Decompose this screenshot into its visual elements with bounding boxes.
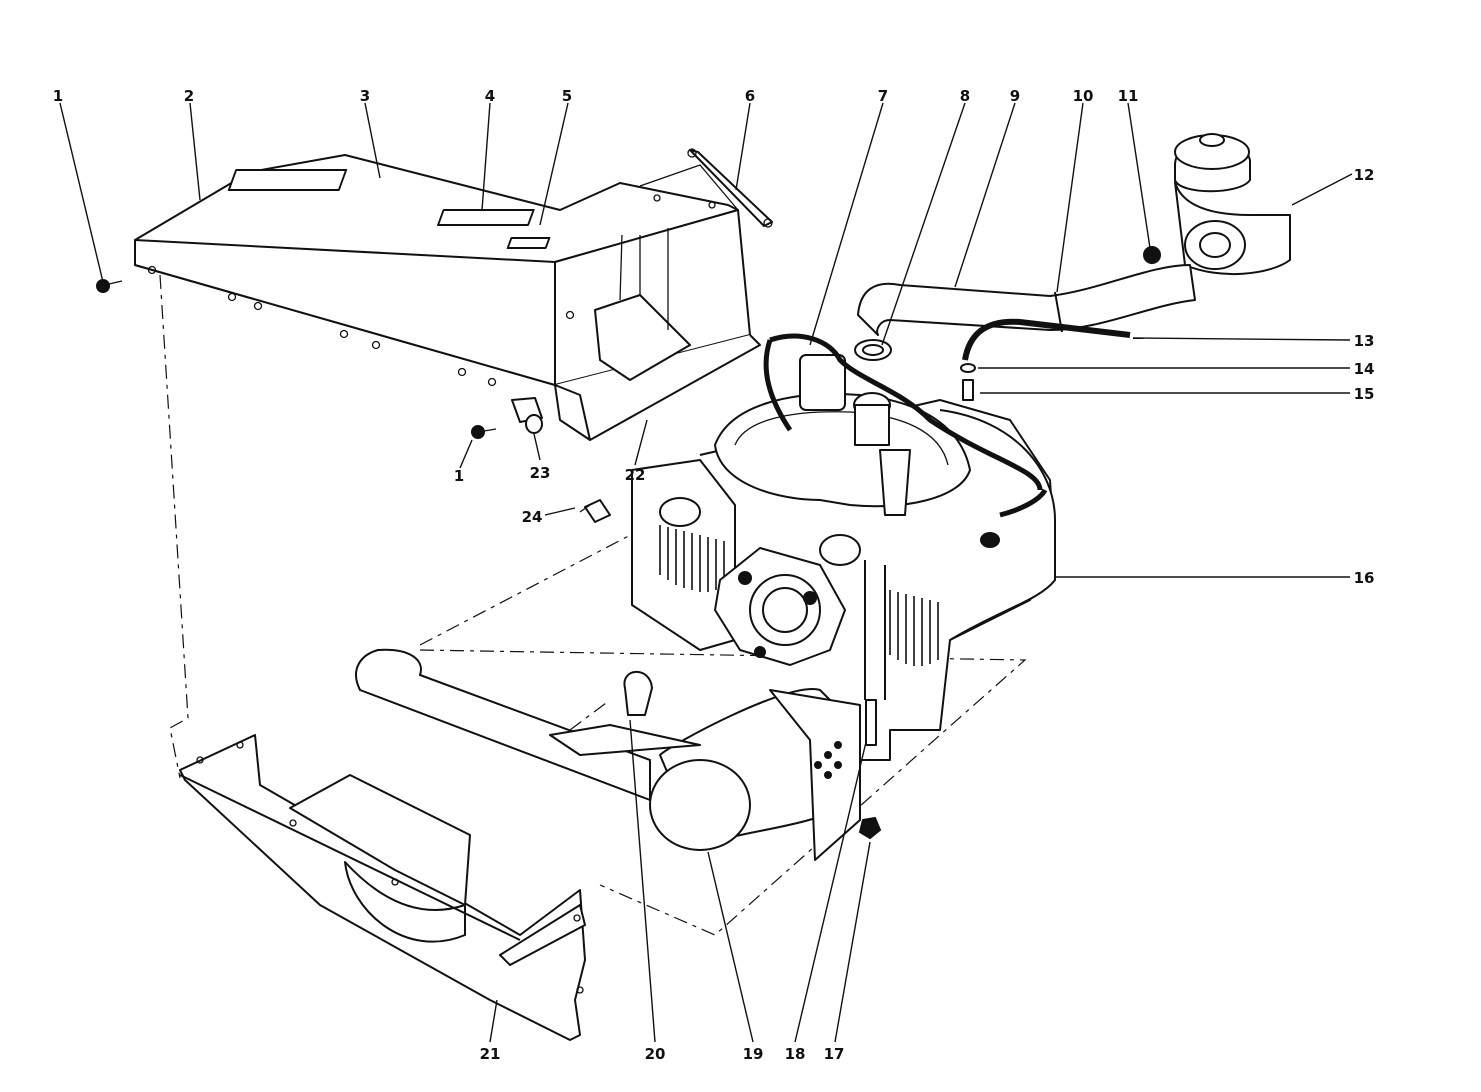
screw-and-clip — [471, 397, 543, 439]
callout-1a: 1 — [53, 87, 63, 105]
muffler-assembly — [355, 648, 861, 861]
small-clip — [579, 499, 611, 523]
breather-hose — [960, 318, 1131, 401]
callout-13: 13 — [1354, 332, 1375, 350]
engine-assembly — [631, 333, 1056, 761]
hose-clamp — [854, 339, 892, 361]
callout-14: 14 — [1354, 360, 1375, 378]
screw-upper — [96, 279, 123, 293]
callout-leader-lines — [59, 102, 1353, 1043]
callout-24: 24 — [522, 508, 543, 526]
callout-2: 2 — [184, 87, 194, 105]
right-cylinder-fins — [889, 590, 939, 666]
callout-8: 8 — [960, 87, 970, 105]
callout-10: 10 — [1073, 87, 1094, 105]
callout-23: 23 — [530, 464, 551, 482]
callout-15: 15 — [1354, 385, 1375, 403]
callout-1b: 1 — [454, 467, 464, 485]
callout-5: 5 — [562, 87, 572, 105]
callout-6: 6 — [745, 87, 755, 105]
callout-12: 12 — [1354, 166, 1375, 184]
callout-16: 16 — [1354, 569, 1375, 587]
support-rod-bracket — [639, 148, 773, 228]
callout-17: 17 — [824, 1045, 845, 1063]
air-intake-hose — [857, 246, 1196, 336]
lower-shroud — [179, 734, 586, 1041]
callout-20: 20 — [645, 1045, 666, 1063]
left-cylinder-fins — [659, 525, 725, 592]
callout-22: 22 — [625, 466, 646, 484]
callout-9: 9 — [1010, 87, 1020, 105]
callout-7: 7 — [878, 87, 888, 105]
callout-18: 18 — [785, 1045, 806, 1063]
callout-11: 11 — [1118, 87, 1139, 105]
stud-and-nut — [858, 699, 882, 840]
blower-housing-shroud — [134, 154, 761, 441]
callout-3: 3 — [360, 87, 370, 105]
callout-numbers: 1 2 3 4 5 6 7 8 9 10 11 12 13 14 15 16 1… — [53, 87, 1375, 1063]
callout-19: 19 — [743, 1045, 764, 1063]
air-cleaner — [1174, 133, 1291, 275]
callout-4: 4 — [485, 87, 495, 105]
callout-21: 21 — [480, 1045, 501, 1063]
